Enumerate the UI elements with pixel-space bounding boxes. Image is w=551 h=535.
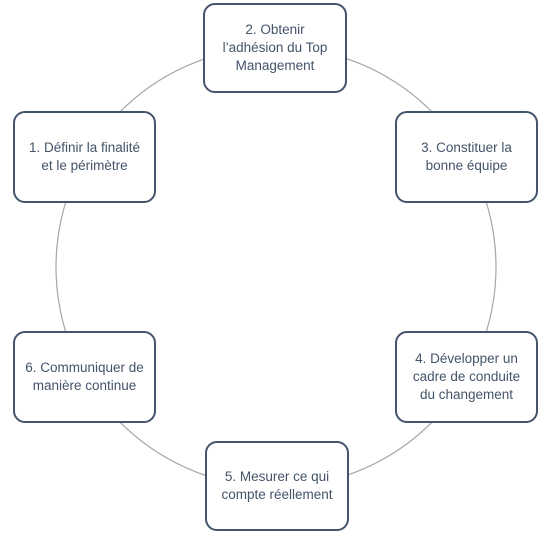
step-4-label: 4. Développer un cadre de conduite du ch… [412,351,521,402]
step-3-label: 3. Constituer la bonne équipe [421,140,512,173]
step-1-label: 1. Définir la finalité et le périmètre [28,140,141,173]
step-2-box: 2. Obtenir l’adhésion du Top Management [203,3,347,93]
step-2-label: 2. Obtenir l’adhésion du Top Management [222,22,328,73]
step-6-label: 6. Communiquer de manière continue [25,360,144,393]
step-5-label: 5. Mesurer ce qui compte réellement [221,469,333,502]
step-4-box: 4. Développer un cadre de conduite du ch… [395,331,538,423]
step-1-box: 1. Définir la finalité et le périmètre [13,111,156,203]
step-6-box: 6. Communiquer de manière continue [13,331,156,423]
step-5-box: 5. Mesurer ce qui compte réellement [205,441,349,531]
step-3-box: 3. Constituer la bonne équipe [395,111,538,203]
